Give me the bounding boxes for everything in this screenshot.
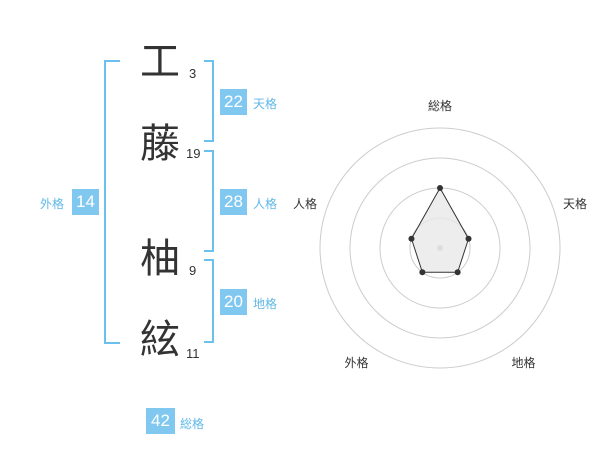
radar-axis-label-2: 天格 <box>563 196 587 211</box>
jinkaku-label: 人格 <box>253 197 278 211</box>
stroke-count-4: 11 <box>186 346 200 361</box>
chikaku-label: 地格 <box>253 297 278 311</box>
radar-area <box>410 186 470 273</box>
jinkaku-value: 28 <box>220 189 247 215</box>
name-char-1: 工 <box>140 39 180 85</box>
radar-center <box>437 245 443 251</box>
radar-point-4 <box>419 269 426 276</box>
gaikaku-value: 14 <box>72 189 99 215</box>
radar-ring-4 <box>319 127 561 369</box>
stroke-count-3: 9 <box>189 263 197 278</box>
tenkaku-value: 22 <box>220 89 247 115</box>
jinkaku-bracket <box>204 150 214 252</box>
radar-point-5 <box>408 235 415 242</box>
radar-point-3 <box>454 269 461 276</box>
soukaku-value: 42 <box>146 408 175 434</box>
name-char-4: 絃 <box>140 317 180 363</box>
radar-axis-label-4: 外格 <box>345 355 369 370</box>
name-char-2: 藤 <box>140 121 180 167</box>
stroke-count-1: 3 <box>189 66 197 81</box>
tenkaku-label: 天格 <box>253 97 278 111</box>
name-char-3: 柚 <box>140 236 180 282</box>
gaikaku-bracket <box>104 60 120 344</box>
chikaku-value: 20 <box>220 289 247 315</box>
stroke-count-2: 19 <box>186 146 201 161</box>
tenkaku-bracket <box>204 60 214 142</box>
soukaku-label: 総格 <box>180 417 205 431</box>
radar-point-2 <box>465 235 472 242</box>
radar-ring-3 <box>349 157 531 339</box>
radar-axis-label-1: 総格 <box>428 98 452 113</box>
radar-axis-label-3: 地格 <box>511 355 535 370</box>
radar-axis-label-5: 人格 <box>293 196 317 211</box>
gaikaku-label: 外格 <box>40 197 65 211</box>
chikaku-bracket <box>204 259 214 343</box>
radar-point-1 <box>437 185 443 191</box>
